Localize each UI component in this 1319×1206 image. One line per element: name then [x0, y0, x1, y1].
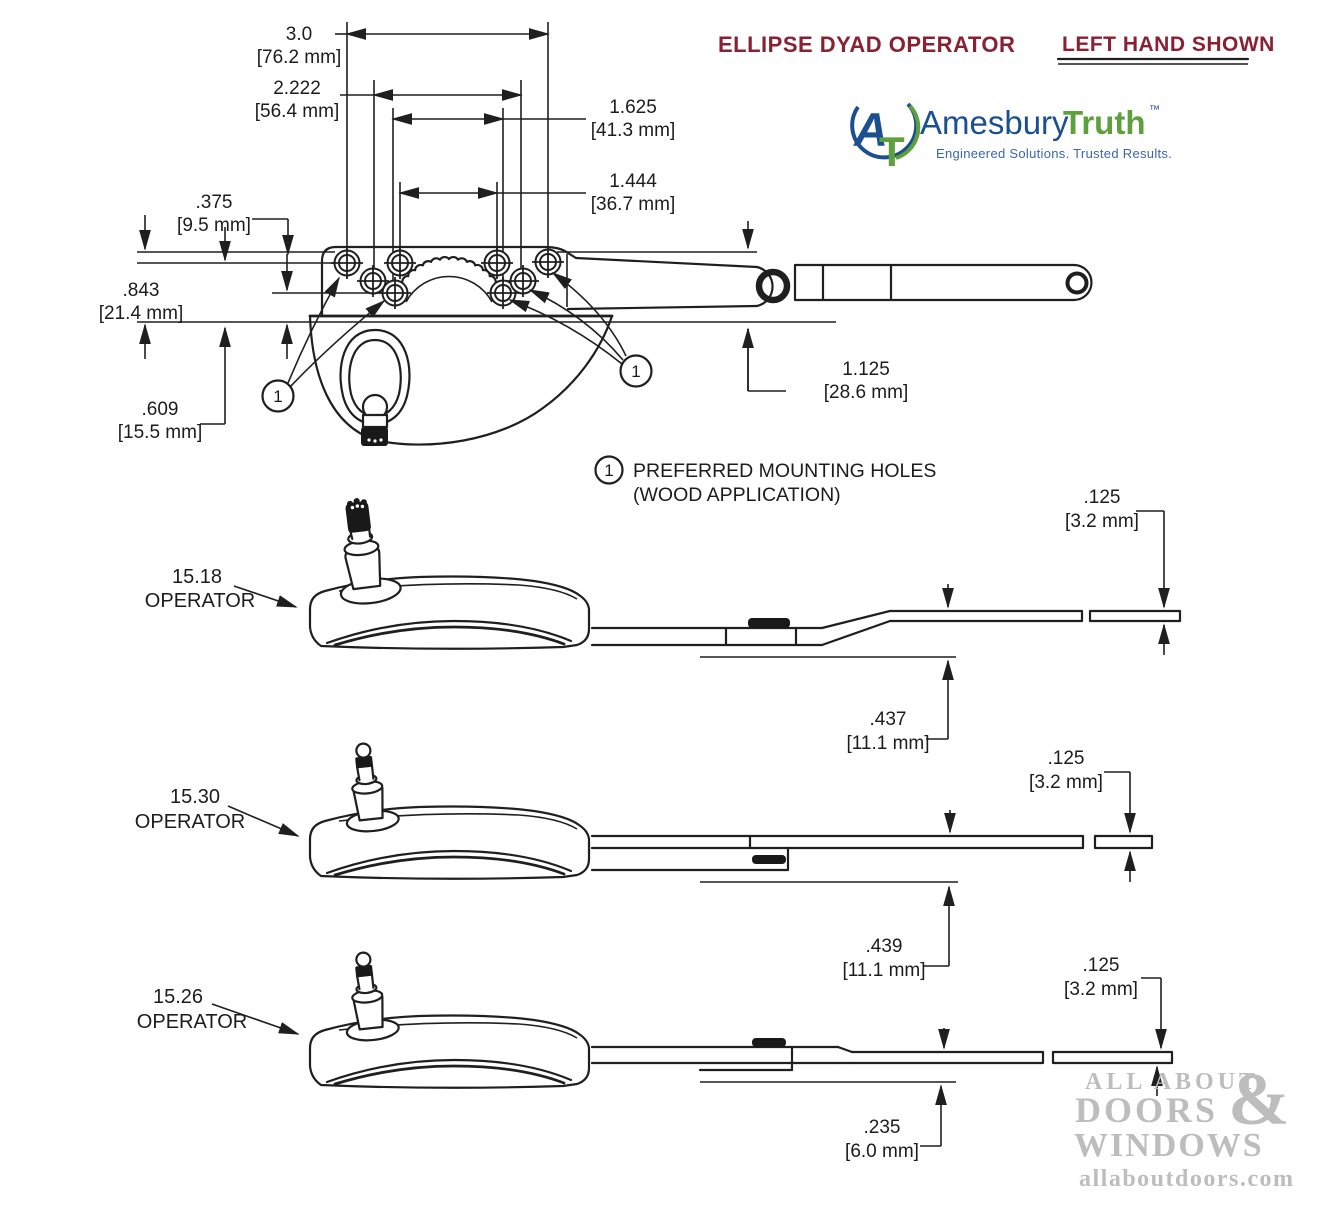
dim-3-0-in: 3.0 — [286, 24, 312, 45]
watermark-line-1: ALL ABOUT — [1085, 1069, 1259, 1095]
arm-15-26 — [590, 1038, 1174, 1072]
dim-1-444-in: 1.444 — [609, 171, 657, 192]
callout-1-left: 1 — [261, 276, 386, 413]
model-label: 15.18 — [172, 566, 222, 588]
dim-1-444-mm: [36.7 mm] — [591, 194, 675, 215]
watermark-ampersand: & — [1228, 1059, 1290, 1141]
dim-1-125-in: 1.125 — [842, 359, 890, 380]
offset-in: .437 — [870, 709, 907, 730]
model-label: 15.26 — [153, 986, 203, 1008]
dim-375-in: .375 — [196, 192, 233, 213]
mounting-hole — [481, 247, 513, 279]
watermark-url: allaboutdoors.com — [1079, 1166, 1295, 1192]
top-view-dimensions: 3.0 [76.2 mm] 2.222 [56.4 mm] 1.625 [41.… — [99, 22, 908, 443]
thickness-mm: [3.2 mm] — [1029, 772, 1103, 793]
mounting-hole — [379, 277, 411, 309]
dim-2-222-mm: [56.4 mm] — [255, 101, 339, 122]
mounting-note: 1 PREFERRED MOUNTING HOLES (WOOD APPLICA… — [594, 455, 936, 506]
note-line-2: (WOOD APPLICATION) — [633, 484, 841, 506]
type-label: OPERATOR — [135, 811, 245, 833]
brand-amesbury: Amesbury — [920, 104, 1069, 141]
page-title: ELLIPSE DYAD OPERATOR — [718, 32, 1015, 57]
thickness-mm: [3.2 mm] — [1065, 511, 1139, 532]
top-view-drawing: 1 1 — [261, 245, 1093, 446]
amesburytruth-icon: A T — [850, 102, 921, 175]
mounting-hole — [357, 265, 389, 297]
offset-mm: [11.1 mm] — [846, 733, 929, 754]
offset-in: .439 — [866, 936, 903, 957]
mounting-hole — [507, 265, 539, 297]
callout-number: 1 — [273, 387, 282, 406]
note-line-1: PREFERRED MOUNTING HOLES — [633, 460, 936, 482]
dim-375-mm: [9.5 mm] — [177, 215, 251, 236]
thickness-in: .125 — [1083, 955, 1120, 976]
callout-1-right: 1 — [508, 271, 653, 388]
offset-mm: [11.1 mm] — [842, 960, 925, 981]
callout-number: 1 — [631, 362, 640, 381]
watermark: ALL ABOUT DOORS & WINDOWS allaboutdoors.… — [1074, 1059, 1295, 1192]
arm-15-18 — [590, 609, 1182, 647]
monogram-t: T — [879, 128, 905, 175]
side-view-15-26: 15.26 OPERATOR .125 [3.2 mm] .235 [6.0 m… — [137, 948, 1174, 1162]
offset-mm: [6.0 mm] — [845, 1141, 919, 1162]
dim-1-625-mm: [41.3 mm] — [591, 120, 675, 141]
dim-843-in: .843 — [123, 280, 160, 301]
mounting-hole — [532, 246, 564, 278]
note-marker: 1 — [604, 461, 613, 480]
watermark-line-2: DOORS — [1075, 1090, 1218, 1130]
type-label: OPERATOR — [137, 1011, 247, 1033]
dim-2-222-in: 2.222 — [273, 78, 321, 99]
gear-teeth — [392, 255, 506, 301]
model-label: 15.30 — [170, 786, 220, 808]
monogram-a: A — [853, 103, 888, 156]
dim-843-mm: [21.4 mm] — [99, 303, 183, 324]
dim-609-mm: [15.5 mm] — [118, 422, 202, 443]
logo-tagline: Engineered Solutions. Trusted Results. — [936, 146, 1172, 161]
thickness-in: .125 — [1048, 748, 1085, 769]
watermark-line-3: WINDOWS — [1074, 1127, 1264, 1164]
dim-609-in: .609 — [142, 399, 179, 420]
trademark-symbol: ™ — [1149, 104, 1160, 116]
thickness-in: .125 — [1084, 487, 1121, 508]
mounting-hole — [487, 277, 519, 309]
dim-1-625-in: 1.625 — [609, 97, 657, 118]
arm-15-30 — [590, 834, 1154, 872]
amesburytruth-logo: A T Amesbury Truth ™ Engineered Solution… — [850, 102, 1172, 175]
offset-in: .235 — [864, 1117, 901, 1138]
operator-arm — [566, 256, 1093, 311]
brand-truth: Truth — [1063, 104, 1145, 141]
dim-3-0-mm: [76.2 mm] — [257, 47, 341, 68]
dim-1-125-mm: [28.6 mm] — [824, 382, 908, 403]
side-view-15-18: 15.18 OPERATOR .125 [3.2 mm] .437 [11.1 … — [145, 487, 1182, 754]
mounting-hole — [384, 247, 416, 279]
mounting-hole — [331, 247, 363, 279]
thickness-mm: [3.2 mm] — [1064, 979, 1138, 1000]
header: ELLIPSE DYAD OPERATOR LEFT HAND SHOWN — [718, 32, 1275, 65]
side-view-15-30: 15.30 OPERATOR .125 [3.2 mm] .439 [11.1 … — [135, 739, 1154, 981]
type-label: OPERATOR — [145, 590, 255, 612]
mounting-holes — [331, 246, 564, 309]
hand-note: LEFT HAND SHOWN — [1062, 33, 1275, 56]
